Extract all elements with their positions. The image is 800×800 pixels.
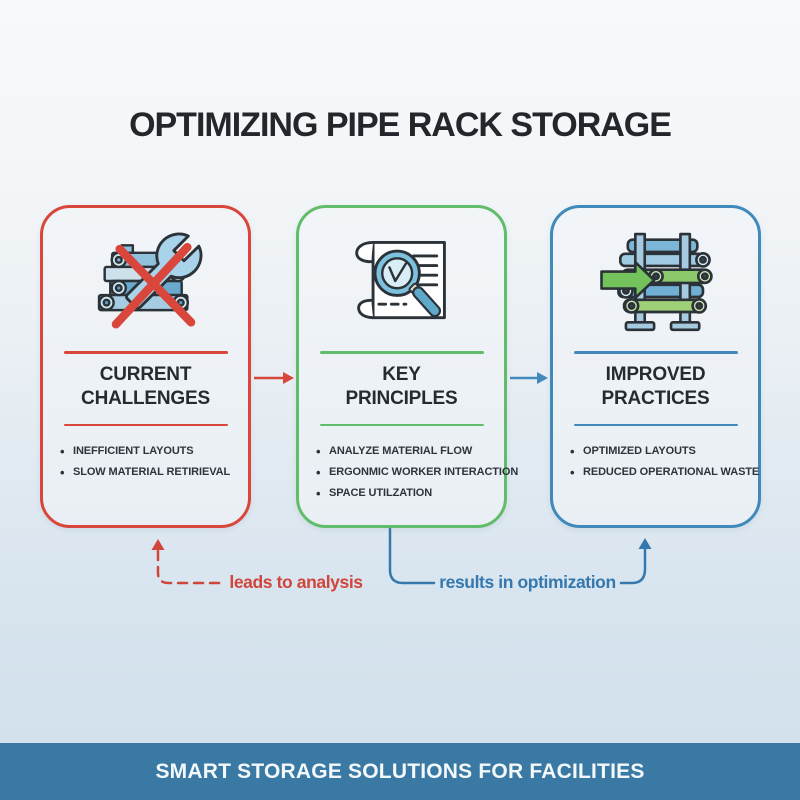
connector-curves bbox=[151, 527, 652, 585]
blueprint-magnifier-icon bbox=[299, 224, 504, 338]
dashed-red-connector-icon bbox=[151, 539, 223, 585]
bullet-list: INEFFICIENT LAYOUTS SLOW MATERIAL RETIRI… bbox=[43, 441, 248, 483]
accent-divider bbox=[63, 423, 228, 426]
bullet-item: ANALYZE MATERIAL FLOW bbox=[316, 441, 500, 462]
card-improved-practices: IMPROVED PRACTICES OPTIMIZED LAYOUTS RED… bbox=[550, 205, 761, 528]
blue-connector-icon bbox=[388, 527, 652, 585]
accent-divider bbox=[63, 351, 228, 354]
bullet-item: SPACE UTILZATION bbox=[316, 483, 500, 504]
accent-divider bbox=[573, 351, 738, 354]
bullet-item: SLOW MATERIAL RETIRIEVAL bbox=[60, 462, 244, 483]
results-in-optimization-label: results in optimization bbox=[439, 572, 616, 592]
bullet-list: ANALYZE MATERIAL FLOW ERGONMIC WORKER IN… bbox=[299, 441, 518, 504]
card-current-challenges: CURRENT CHALLENGES INEFFICIENT LAYOUTS S… bbox=[40, 205, 251, 528]
card-flow-arrows bbox=[254, 372, 548, 384]
footer-banner: SMART STORAGE SOLUTIONS FOR FACILITIES bbox=[0, 743, 800, 800]
bullet-item: ERGONMIC WORKER INTERACTION bbox=[316, 462, 518, 483]
page-title: OPTIMIZING PIPE RACK STORAGE bbox=[129, 106, 672, 144]
blue-arrow-icon bbox=[510, 372, 548, 384]
red-arrow-icon bbox=[254, 372, 294, 384]
card-title: IMPROVED PRACTICES bbox=[601, 363, 710, 409]
leads-to-analysis-label: leads to analysis bbox=[229, 572, 363, 592]
accent-divider bbox=[573, 423, 738, 426]
accent-divider bbox=[319, 351, 484, 354]
crossed-pipes-wrench-icon bbox=[43, 224, 248, 338]
card-title: CURRENT CHALLENGES bbox=[81, 363, 210, 409]
organized-pipe-rack-icon bbox=[553, 224, 758, 338]
card-title: KEY PRINCIPLES bbox=[345, 363, 458, 409]
bullet-item: REDUCED OPERATIONAL WASTE bbox=[570, 462, 759, 483]
card-key-principles: KEY PRINCIPLES ANALYZE MATERIAL FLOW ERG… bbox=[296, 205, 518, 528]
bullet-item: OPTIMIZED LAYOUTS bbox=[570, 441, 754, 462]
bullet-item: INEFFICIENT LAYOUTS bbox=[60, 441, 244, 462]
accent-divider bbox=[319, 423, 484, 426]
bullet-list: OPTIMIZED LAYOUTS REDUCED OPERATIONAL WA… bbox=[553, 441, 759, 483]
footer-text: SMART STORAGE SOLUTIONS FOR FACILITIES bbox=[155, 759, 645, 783]
